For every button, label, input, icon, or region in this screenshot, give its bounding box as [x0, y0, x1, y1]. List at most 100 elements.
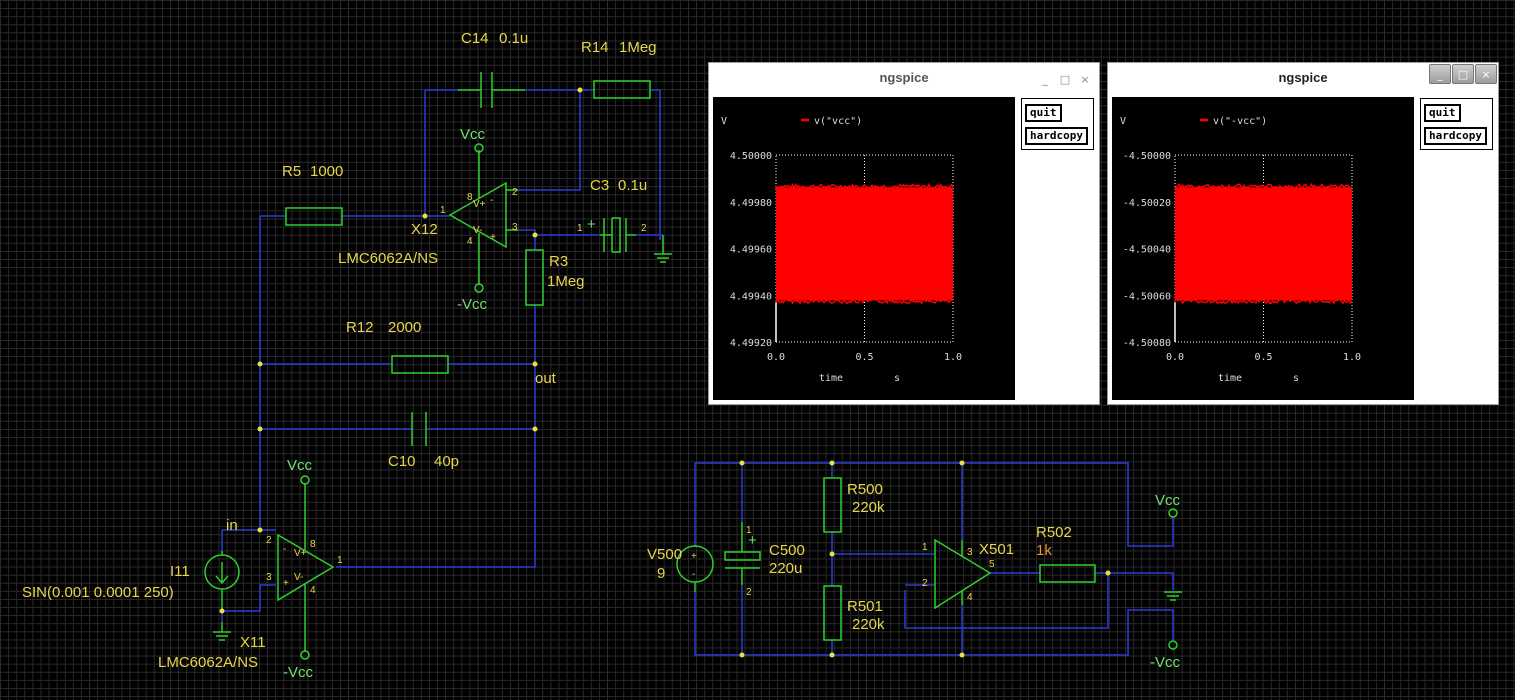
svg-text:2: 2 — [641, 223, 647, 234]
resistor-r500[interactable]: R500 220k — [823, 477, 885, 533]
legend-label: v("vcc") — [814, 116, 862, 127]
svg-text:2: 2 — [746, 587, 752, 598]
svg-text:C10: C10 — [388, 453, 416, 470]
capacitor-c14[interactable]: C14 0.1u — [458, 30, 528, 108]
window-controls: _ □ × — [1033, 70, 1093, 86]
x-axis-label: time — [1218, 373, 1242, 384]
hardcopy-button[interactable]: hardcopy — [1025, 127, 1088, 145]
svg-text:4: 4 — [467, 236, 473, 247]
net-label-out: out — [535, 370, 557, 387]
y-tick-label: -4.50000 — [1123, 151, 1171, 162]
y-tick-label: 4.49920 — [730, 338, 772, 349]
trace-noise-top — [775, 182, 954, 191]
svg-text:Vcc: Vcc — [287, 457, 313, 474]
x-axis-label: time — [819, 373, 843, 384]
capacitor-c3[interactable]: + 1 2 C3 0.1u — [577, 177, 647, 253]
current-source-i11[interactable]: I11 SIN(0.001 0.0001 250) — [22, 551, 240, 611]
maximize-icon[interactable]: □ — [1059, 73, 1071, 86]
svg-text:8: 8 — [467, 192, 473, 203]
voltage-source-v500[interactable]: + - V500 9 — [647, 545, 714, 592]
y-axis-unit: V — [1120, 116, 1126, 127]
x-tick-label: 0.5 — [856, 352, 874, 363]
svg-text:V500: V500 — [647, 546, 682, 563]
resistor-r502[interactable]: R502 1k — [1036, 524, 1096, 583]
x-axis-unit: s — [1293, 373, 1299, 384]
svg-text:1Meg: 1Meg — [619, 39, 657, 56]
x-tick-label: 0.5 — [1255, 352, 1273, 363]
x-tick-label: 1.0 — [944, 352, 962, 363]
y-tick-label: -4.50060 — [1123, 291, 1171, 302]
svg-text:-Vcc: -Vcc — [1150, 654, 1181, 671]
svg-text:4: 4 — [967, 592, 973, 603]
resistor-r501[interactable]: R501 220k — [823, 585, 885, 641]
capacitor-c500[interactable]: + 1 2 C500 220u — [724, 522, 805, 598]
svg-text:1k: 1k — [1036, 542, 1052, 559]
svg-text:+: + — [748, 532, 757, 549]
resistor-r12[interactable]: R12 2000 — [346, 319, 449, 374]
net-label-in: in — [226, 517, 238, 534]
maximize-icon[interactable]: □ — [1452, 64, 1474, 84]
svg-text:+: + — [691, 551, 697, 562]
svg-text:-: - — [692, 569, 695, 580]
quit-button[interactable]: quit — [1025, 104, 1062, 122]
y-tick-label: -4.50080 — [1123, 338, 1171, 349]
svg-text:V-: V- — [294, 572, 303, 583]
trace-group — [1174, 182, 1353, 305]
resistor-r5[interactable]: R5 1000 — [282, 163, 343, 226]
svg-text:SIN(0.001 0.0001 250): SIN(0.001 0.0001 250) — [22, 584, 174, 601]
svg-text:V+: V+ — [294, 548, 307, 559]
wires-top-circuit — [221, 89, 663, 622]
svg-text:220k: 220k — [852, 499, 885, 516]
opamp-x11[interactable]: Vcc -Vcc 2 3 1 8 4 - + V+ V- X11 LMC6062… — [158, 457, 343, 681]
svg-text:1: 1 — [440, 205, 446, 216]
hardcopy-button[interactable]: hardcopy — [1424, 127, 1487, 145]
svg-text:R501: R501 — [847, 598, 883, 615]
svg-text:1: 1 — [577, 223, 583, 234]
svg-text:220k: 220k — [852, 616, 885, 633]
close-icon[interactable]: × — [1475, 64, 1497, 84]
svg-text:X11: X11 — [240, 634, 266, 651]
opamp-x501[interactable]: 1 2 3 4 5 X501 — [922, 538, 1014, 610]
x-axis-unit: s — [894, 373, 900, 384]
x-tick-label: 1.0 — [1343, 352, 1361, 363]
quit-button[interactable]: quit — [1424, 104, 1461, 122]
svg-text:R5: R5 — [282, 163, 301, 180]
svg-text:2: 2 — [922, 578, 928, 589]
opamp-x12[interactable]: Vcc -Vcc 1 2 3 8 4 - + V+ V- X12 LMC6062… — [338, 126, 518, 313]
svg-text:3: 3 — [967, 547, 973, 558]
minimize-icon[interactable]: _ — [1042, 73, 1048, 86]
svg-text:LMC6062A/NS: LMC6062A/NS — [158, 654, 258, 671]
capacitor-c10[interactable]: C10 40p — [388, 412, 459, 470]
svg-text:-: - — [283, 544, 286, 555]
close-icon[interactable]: × — [1080, 73, 1090, 86]
y-tick-label: -4.50020 — [1123, 198, 1171, 209]
window-controls: _□× — [1428, 64, 1497, 84]
svg-text:220u: 220u — [769, 560, 802, 577]
svg-text:1000: 1000 — [310, 163, 343, 180]
svg-text:3: 3 — [266, 572, 272, 583]
trace-noise-bottom — [775, 298, 954, 305]
minimize-icon[interactable]: _ — [1429, 64, 1451, 84]
resistor-r14[interactable]: R14 1Meg — [581, 39, 657, 99]
window-title: ngspice — [1278, 70, 1328, 85]
y-tick-label: -4.50040 — [1123, 245, 1171, 256]
trace-band — [776, 187, 953, 301]
svg-text:3: 3 — [512, 222, 518, 233]
svg-text:4: 4 — [310, 585, 316, 596]
svg-text:1: 1 — [922, 542, 928, 553]
svg-text:1Meg: 1Meg — [547, 273, 585, 290]
svg-text:X12: X12 — [411, 221, 438, 238]
svg-text:X501: X501 — [979, 541, 1014, 558]
svg-text:R3: R3 — [549, 253, 568, 270]
svg-text:C3: C3 — [590, 177, 609, 194]
svg-text:9: 9 — [657, 565, 665, 582]
svg-text:R502: R502 — [1036, 524, 1072, 541]
resistor-r3[interactable]: R3 1Meg — [525, 249, 585, 306]
